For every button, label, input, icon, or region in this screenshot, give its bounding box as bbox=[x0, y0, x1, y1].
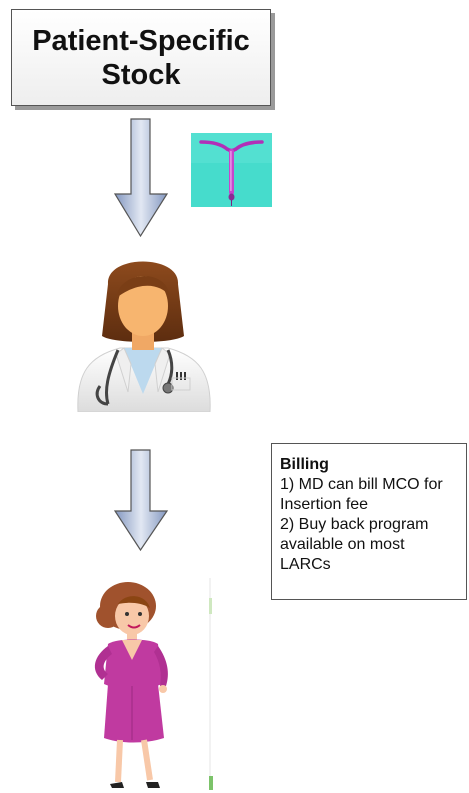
woman-patient-icon bbox=[94, 578, 213, 790]
down-arrow-icon bbox=[113, 449, 169, 552]
doctor-icon bbox=[77, 261, 211, 412]
billing-note: Billing 1) MD can bill MCO for Insertion… bbox=[271, 443, 467, 600]
billing-line: Insertion fee bbox=[280, 496, 369, 513]
billing-line: 2) Buy back program bbox=[280, 516, 429, 533]
billing-heading: Billing bbox=[280, 456, 329, 473]
billing-line: available on most bbox=[280, 536, 405, 553]
title-line-2: Stock bbox=[101, 58, 181, 91]
title-line-1: Patient-Specific bbox=[32, 24, 250, 57]
billing-line: LARCs bbox=[280, 556, 331, 573]
iud-icon bbox=[191, 133, 272, 207]
title-box: Patient-Specific Stock bbox=[11, 9, 271, 106]
billing-line: 1) MD can bill MCO for bbox=[280, 476, 443, 493]
down-arrow-icon bbox=[113, 118, 169, 238]
